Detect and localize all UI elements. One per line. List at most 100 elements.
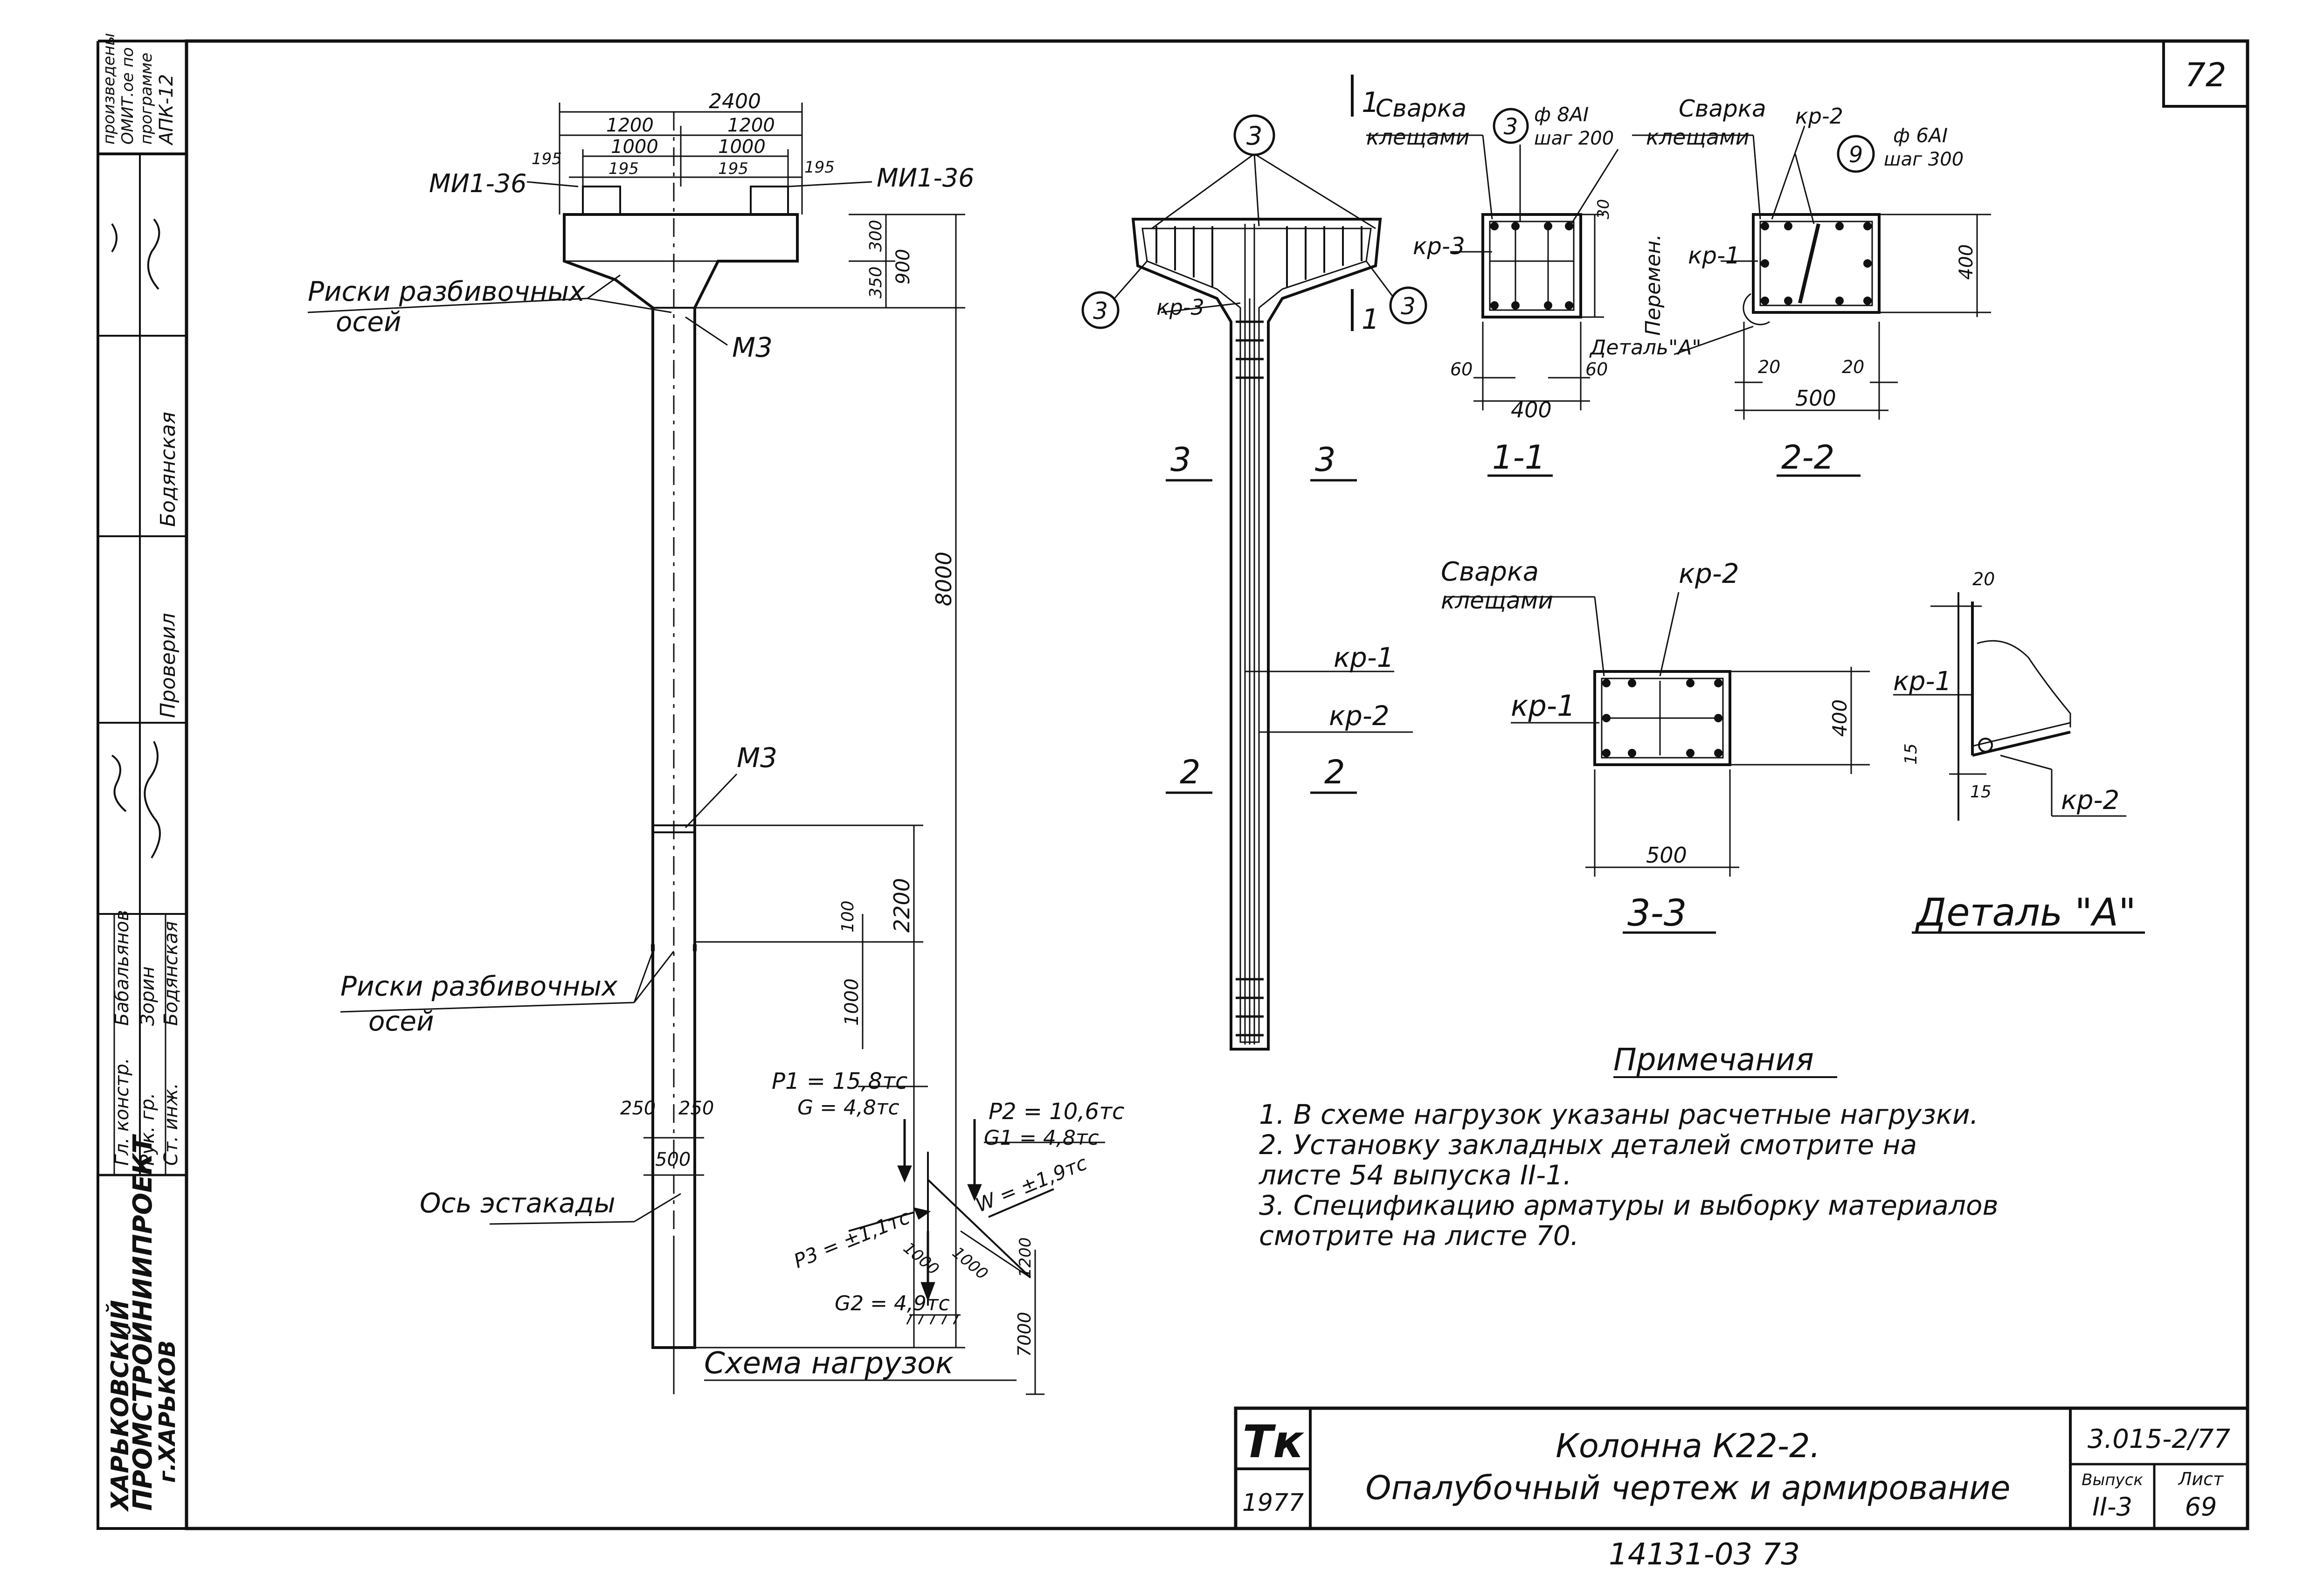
label-axes-bottom-2: осей (368, 1005, 434, 1037)
detail-a-kp1: кр-1 (1893, 666, 1951, 697)
section-2-2-labels: Сварка клещами кр-2 9 ф 6АI шаг 300 кр-1… (1589, 95, 1977, 477)
rebar-elevation-labels: 3 3 3 кр-3 1 1 3 3 2 2 кр-1 кр-2 (1093, 86, 1416, 791)
section-1-1 (1366, 134, 1619, 477)
s22-kp1: кр-1 (1688, 242, 1740, 269)
s11-kp3: кр-3 (1413, 233, 1465, 260)
dim-100: 100 (838, 900, 858, 933)
title-block (1234, 1406, 2249, 1530)
rebar-kp3: кр-3 (1156, 295, 1204, 320)
stamp-name-3: Бодянская (160, 921, 182, 1026)
dim-195-a: 195 (532, 150, 562, 168)
stamp-role-2: Рук. гр. (137, 1093, 159, 1166)
cut-3-left: 3 (1170, 441, 1191, 479)
load-p3: P3 = ±1,1тс (790, 1205, 913, 1273)
detail-a-kp2: кр-2 (2061, 785, 2119, 816)
detail-a-dim-15-a: 15 (1902, 743, 1921, 765)
s22-kp2: кр-2 (1795, 104, 1843, 129)
cut-1-bottom: 1 (1362, 303, 1379, 336)
notes-line-1: 1. В схеме нагрузок указаны расчетные на… (1259, 1099, 1978, 1130)
s11-dim-60-right: 60 (1585, 359, 1608, 380)
s22-bubble-9: 9 (1849, 142, 1863, 168)
section-3-3 (1446, 592, 1870, 934)
rebar-elevation (1114, 75, 1413, 1051)
stamp-role-4: Проверил (156, 613, 180, 718)
s11-title: 1-1 (1492, 438, 1545, 477)
notes-line-2: 2. Установку закладных деталей смотрите … (1259, 1129, 1917, 1161)
load-g1: G1 = 4,8тс (984, 1126, 1099, 1150)
s11-weld-2: клещами (1366, 124, 1470, 150)
bubble-left-3: 3 (1093, 297, 1108, 325)
program-note-1: произведены (100, 33, 118, 145)
dim-195-d: 195 (804, 158, 835, 177)
load-dim-1: 1000 (899, 1238, 942, 1279)
s11-dim-30: 30 (1594, 199, 1613, 219)
detail-a (1893, 592, 2145, 934)
section-2-2-bubble (1837, 135, 1875, 173)
s11-bar: ф 8АI (1534, 103, 1589, 126)
label-mi-right: МИ1-36 (877, 163, 975, 193)
s22-detail: Деталь"А" (1589, 336, 1702, 360)
program-note-4: АПК-12 (156, 74, 177, 146)
stamp-role-1: Гл. констр. (111, 1058, 133, 1166)
bubble-top-3: 3 (1246, 121, 1262, 151)
program-note-3: программе (137, 53, 156, 145)
side-stamp: ХАРЬКОВСКИЙ ПРОМСТРОЙНИИПРОЕКТ г.ХАРЬКОВ… (100, 33, 182, 1512)
label-mi-left: МИ1-36 (429, 169, 527, 198)
label-axes-top-1: Риски разбивочных (308, 276, 585, 307)
s11-dim-400: 400 (1511, 397, 1552, 422)
notes-line-5: смотрите на листе 70. (1259, 1220, 1579, 1252)
title-line-2: Опалубочный чертеж и армирование (1365, 1469, 2010, 1507)
title-line-1: Колонна К22-2. (1556, 1427, 1820, 1465)
dim-250-left: 250 (620, 1098, 656, 1119)
dim-1200-right: 1200 (727, 115, 775, 136)
dim-195-b: 195 (609, 159, 639, 178)
program-note-2: ОМИТ.ое по (118, 47, 137, 145)
signature-marks (111, 218, 161, 859)
cut-1-top: 1 (1362, 86, 1379, 119)
dim-1000-vert: 1000 (841, 978, 863, 1026)
dim-2400: 2400 (709, 90, 761, 113)
notes-line-3: листе 54 выпуска II-1. (1259, 1159, 1571, 1191)
label-m3-bottom: М3 (737, 742, 777, 774)
dim-350: 350 (866, 266, 885, 298)
load-scheme (704, 1086, 1105, 1395)
dim-250-right: 250 (678, 1098, 714, 1119)
s33-dim-500: 500 (1646, 843, 1687, 868)
detail-a-title: Деталь "А" (1915, 891, 2136, 935)
notes: Примечания 1. В схеме нагрузок указаны р… (1259, 1042, 1999, 1252)
notes-line-4: 3. Спецификацию арматуры и выборку матер… (1259, 1190, 1999, 1221)
column-elevation-labels: 2400 1200 1200 1000 1000 195 195 195 195… (308, 90, 975, 1219)
title-code: 3.015-2/77 (2088, 1424, 2231, 1454)
dim-300: 300 (866, 220, 885, 252)
load-p1: P1 = 15,8тс (772, 1068, 907, 1094)
section-3-3-rebars (1602, 679, 1722, 757)
title-issue-label: Выпуск (2082, 1471, 2143, 1489)
s33-weld-2: клещами (1441, 587, 1553, 614)
dim-900: 900 (892, 249, 914, 284)
org-name-1: ХАРЬКОВСКИЙ (106, 1300, 134, 1512)
dim-8000: 8000 (931, 552, 956, 606)
label-m3-top: М3 (732, 332, 773, 363)
bottom-code: 14131-03 73 (1609, 1537, 1800, 1572)
s22-title: 2-2 (1781, 438, 1834, 477)
s33-dim-400: 400 (1828, 699, 1851, 737)
s33-kp1: кр-1 (1511, 689, 1576, 723)
stamp-role-3: Ст. инж. (160, 1083, 182, 1166)
s22-weld-1: Сварка (1679, 95, 1766, 122)
cut-2-left: 2 (1180, 753, 1201, 791)
dim-1200-left: 1200 (606, 115, 654, 136)
section-3-3-labels: Сварка клещами кр-2 кр-1 400 500 3-3 (1441, 557, 1851, 934)
title-sheet-value: 69 (2185, 1492, 2217, 1522)
load-g: G = 4,8тс (797, 1096, 899, 1120)
stamp-name-5: Бодянская (156, 412, 180, 527)
section-2-2-rebars (1761, 222, 1872, 305)
s22-dim-400: 400 (1956, 244, 1977, 280)
dim-1000-right: 1000 (718, 136, 766, 158)
dim-2200: 2200 (889, 878, 914, 933)
section-1-1-rebars (1490, 222, 1573, 310)
org-city: г.ХАРЬКОВ (154, 1340, 180, 1483)
sheet-number: 72 (2185, 56, 2226, 94)
detail-a-labels: 20 кр-1 15 15 кр-2 Деталь "А" (1893, 569, 2136, 935)
